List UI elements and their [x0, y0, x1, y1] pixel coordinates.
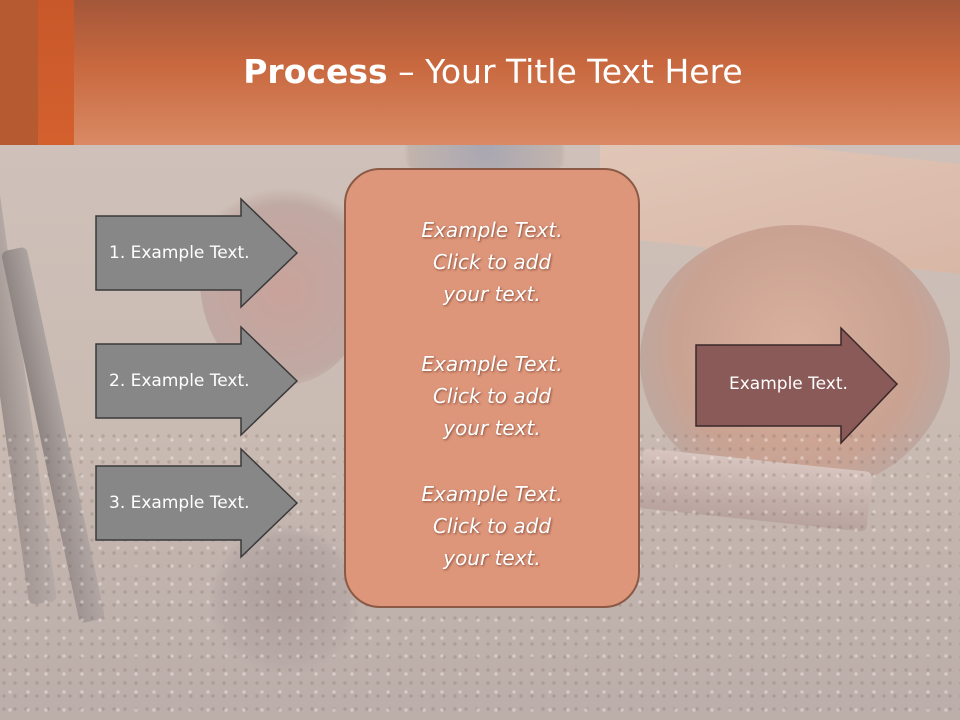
- arrow-label: 3. Example Text.: [109, 493, 250, 513]
- left-arrow-1[interactable]: 1. Example Text.: [95, 197, 299, 309]
- center-item-1: Example Text. Click to add your text.: [346, 214, 638, 310]
- center-line: Click to add: [432, 514, 552, 538]
- right-arrow[interactable]: Example Text.: [695, 326, 899, 445]
- center-item-3: Example Text. Click to add your text.: [346, 478, 638, 574]
- arrow-shape: [95, 325, 299, 437]
- left-arrow-3[interactable]: 3. Example Text.: [95, 447, 299, 559]
- arrow-label: Example Text.: [729, 374, 848, 394]
- center-line: your text.: [443, 282, 541, 306]
- center-line: your text.: [443, 546, 541, 570]
- arrow-shape: [95, 447, 299, 559]
- center-line: Click to add: [432, 384, 552, 408]
- header-accent-stripe: [38, 0, 74, 145]
- arrow-label: 2. Example Text.: [109, 371, 250, 391]
- center-line: Example Text.: [421, 218, 563, 242]
- title-rest: – Your Title Text Here: [387, 52, 743, 91]
- left-arrow-2[interactable]: 2. Example Text.: [95, 325, 299, 437]
- slide-title[interactable]: Process – Your Title Text Here: [0, 52, 960, 91]
- title-bold: Process: [243, 52, 388, 91]
- arrow-shape: [695, 326, 899, 445]
- center-line: Example Text.: [421, 482, 563, 506]
- center-text-box[interactable]: Example Text. Click to add your text. Ex…: [344, 168, 640, 608]
- center-line: Click to add: [432, 250, 552, 274]
- header-band: Process – Your Title Text Here: [0, 0, 960, 145]
- arrow-label: 1. Example Text.: [109, 243, 250, 263]
- center-line: Example Text.: [421, 352, 563, 376]
- arrow-shape: [95, 197, 299, 309]
- center-item-2: Example Text. Click to add your text.: [346, 348, 638, 444]
- header-accent-stripe: [0, 0, 38, 145]
- center-line: your text.: [443, 416, 541, 440]
